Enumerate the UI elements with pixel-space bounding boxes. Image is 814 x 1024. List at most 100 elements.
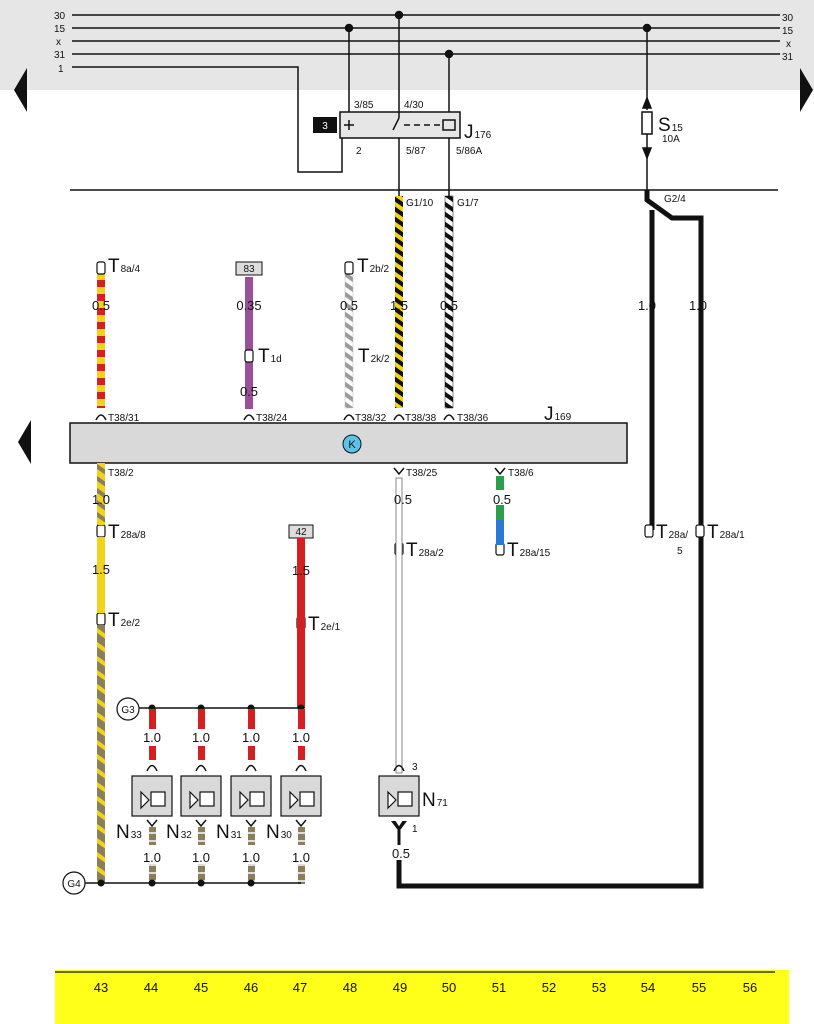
connector-t2k2: T2k/2 [358, 346, 390, 367]
rail-label-left-1: 1 [58, 64, 64, 75]
connector-t28a2-main: T [406, 540, 418, 561]
thick-black-wires [396, 190, 704, 889]
connector-t28a1-main: T [707, 522, 719, 543]
wire-size-7: 1.0 [689, 298, 707, 313]
valve-n32-label: N32 [166, 822, 192, 843]
fuse-code-sub: 15 [672, 123, 684, 134]
rail-label-left-x: x [56, 37, 61, 48]
valve-bottom-size-4: 1.0 [292, 850, 310, 865]
footer-number: 49 [393, 980, 407, 995]
ecu-pin-top-4: T38/38 [405, 413, 437, 424]
wire-size-8: 0.5 [240, 384, 258, 399]
valve-top-size-3: 1.0 [242, 730, 260, 745]
ecu-pin-bottom-2: T38/25 [406, 468, 438, 479]
valve-n30-sub: 30 [281, 830, 293, 841]
valve-pin-marks [146, 764, 405, 828]
ecu-symbol-text: K [348, 439, 356, 451]
junction-g110: G1/10 [406, 198, 434, 209]
valve-n33-sub: 33 [131, 830, 143, 841]
connector-t28a5-extra: 5 [677, 546, 683, 557]
footer-band [55, 970, 789, 1024]
valve-bottom-size-2: 1.0 [192, 850, 210, 865]
footer-number: 56 [743, 980, 757, 995]
right-nav-arrow-top[interactable] [800, 68, 813, 112]
ecu-pin-top-2: T38/24 [256, 413, 288, 424]
valve-n71-pin-top: 3 [412, 762, 418, 773]
ref-box-42-text: 42 [295, 527, 307, 538]
junction-g24: G2/4 [664, 194, 686, 205]
relay-code-main: J [464, 122, 474, 143]
fuse-code-main: S [658, 115, 671, 136]
connector-t28a5-sub: 28a/ [669, 530, 689, 541]
wire-yellow-black [395, 196, 403, 408]
g4-bus-dots [97, 879, 255, 887]
valve-n71-code: N [422, 790, 436, 811]
connector-t2b2-main: T [357, 256, 369, 277]
relay-j176[interactable] [339, 111, 461, 139]
connector-t2e2-sub: 2e/2 [121, 618, 141, 629]
ecu-pin-top-3: T38/32 [355, 413, 387, 424]
wire-size-10: 1.5 [92, 562, 110, 577]
connector-t28a2-sub: 28a/2 [419, 548, 444, 559]
rail-label-left-31: 31 [54, 50, 66, 61]
fuse-s15[interactable] [641, 95, 653, 190]
relay-badge [313, 117, 337, 133]
connector-t2b2-sub: 2b/2 [370, 264, 390, 275]
valve-n31-sub: 31 [231, 830, 243, 841]
ecu-pin-marks [95, 414, 506, 476]
wire-size-12: 0.5 [493, 492, 511, 507]
ecu-pin-top-1: T38/31 [108, 413, 140, 424]
connector-t28a15: T28a/15 [507, 540, 551, 561]
ecu-pin-top-5: T38/36 [457, 413, 489, 424]
connector-t28a8-main: T [108, 522, 120, 543]
valve-top-size-1: 1.0 [143, 730, 161, 745]
left-nav-arrow-mid[interactable] [18, 420, 31, 464]
wire-size-9: 1.0 [92, 492, 110, 507]
valve-n32-code: N [166, 822, 180, 843]
valve-n71-sub: 71 [437, 798, 449, 809]
ecu-code-sub: 169 [555, 412, 572, 423]
left-nav-arrow-top[interactable] [14, 68, 27, 112]
valve-n71-pin-bottom: 1 [412, 824, 418, 835]
valve-n33-code: N [116, 822, 130, 843]
relay-switch-symbol [344, 112, 456, 131]
connector-t28a15-main: T [507, 540, 519, 561]
relay-code-sub: 176 [475, 130, 492, 141]
connector-t28a5: T28a/ [656, 522, 688, 543]
junction-g3: G3 [121, 705, 135, 716]
footer-number: 53 [592, 980, 606, 995]
ecu-symbol-circle [342, 434, 362, 454]
ecu-code-main: J [544, 404, 554, 425]
valve-n30-label: N30 [266, 822, 292, 843]
wire-purple [245, 277, 253, 409]
junction-g4: G4 [67, 879, 81, 890]
connector-t28a2: T28a/2 [406, 540, 444, 561]
wire-size-2: 0.35 [236, 298, 261, 313]
fuse-rating: 10A [662, 134, 680, 145]
valve-n31-code: N [216, 822, 230, 843]
relay-pin-385: 3/85 [354, 100, 374, 111]
footer-number: 44 [144, 980, 158, 995]
relay-badge-text: 3 [322, 121, 328, 132]
wire-red-yellow-t8a [97, 272, 105, 408]
connector-t2e1: T2e/1 [308, 614, 341, 635]
ecu-code: J169 [544, 404, 572, 425]
ecu-pin-bottom-1: T38/2 [108, 468, 134, 479]
rail-label-left-30: 30 [54, 11, 66, 22]
wire-red-t2e1 [297, 538, 305, 708]
connector-t2e2: T2e/2 [108, 610, 141, 631]
connector-t2k2-sub: 2k/2 [371, 354, 390, 365]
relay-pin-587: 5/87 [406, 146, 426, 157]
valve-n31-label: N31 [216, 822, 242, 843]
valve-bottom-size-1: 1.0 [143, 850, 161, 865]
wire-size-3: 0.5 [340, 298, 358, 313]
wire-size-13: 1.5 [292, 563, 310, 578]
connector-t28a8-sub: 28a/8 [121, 530, 146, 541]
connector-t2k2-main: T [358, 346, 370, 367]
junction-g17: G1/7 [457, 198, 479, 209]
valve-n71-bottom-pin [391, 821, 407, 832]
valve-bottom-size-3: 1.0 [242, 850, 260, 865]
wire-yellow-brown-t38-2 [97, 463, 105, 525]
ref-box-83 [235, 261, 263, 276]
footer-number: 52 [542, 980, 556, 995]
